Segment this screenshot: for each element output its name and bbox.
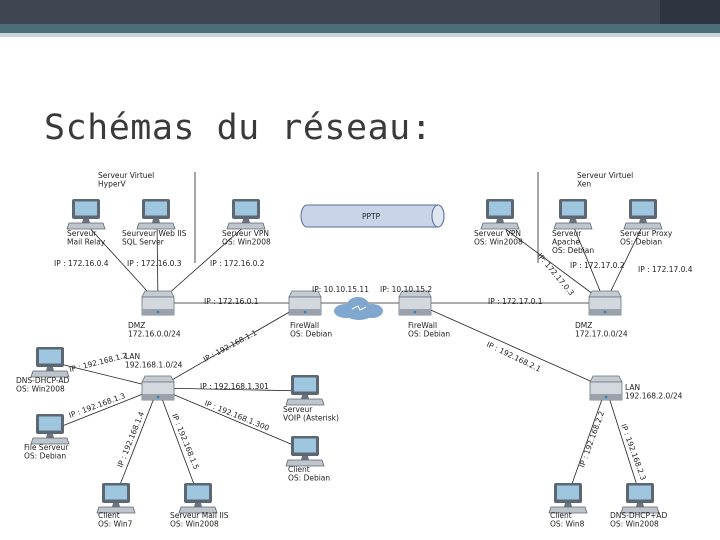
- link: [86, 224, 159, 304]
- link: [604, 224, 644, 304]
- top-bar: [0, 0, 720, 24]
- server-proxy-icon: [623, 198, 663, 230]
- firewall-right-icon: [398, 290, 432, 316]
- internet-cloud-icon: [334, 297, 383, 320]
- file-server-icon: [30, 413, 70, 445]
- link: [572, 224, 606, 304]
- server-mail-relay-icon: [66, 198, 106, 230]
- firewall-left-icon: [288, 290, 322, 316]
- link: [157, 224, 247, 304]
- ip-label: IP : 172.17.0.1: [488, 297, 543, 306]
- client-win8-icon: [548, 482, 588, 514]
- ip-label: IP : 172.16.0.3: [127, 259, 182, 268]
- server-apache-icon: [553, 198, 593, 230]
- link: [414, 302, 607, 389]
- pptp-label: PPTP: [362, 212, 381, 221]
- link: [499, 224, 606, 304]
- ip-label: IP : 192.168.1.3: [68, 391, 127, 420]
- server-mail-iis-icon: [178, 482, 218, 514]
- link: [605, 387, 641, 496]
- ip-label: IP: 10.10.15.11: [312, 285, 369, 294]
- top-bar-accent: [660, 0, 720, 24]
- dns-dhcp-right-icon: [620, 482, 660, 514]
- links: [51, 172, 644, 496]
- ip-label: IP : 172.16.0.2: [210, 259, 265, 268]
- server-voip-icon: [285, 374, 325, 406]
- ip-label: IP : 192.168.1.2: [68, 351, 128, 374]
- ip-label: IP: 172.17.0.3: [535, 252, 576, 298]
- ip-label: IP : 192.168.2.3: [619, 423, 648, 482]
- pptp-tunnel: PPTP: [300, 204, 445, 228]
- server-web-iis-icon: [136, 198, 176, 230]
- link: [157, 387, 199, 496]
- dmz-left-switch-icon: [141, 290, 175, 316]
- client-win7-icon: [96, 482, 136, 514]
- header-strip-light: [0, 33, 720, 37]
- dns-dhcp-left-icon: [30, 346, 70, 378]
- ip-label: IP : 172.17.0.4: [638, 265, 693, 274]
- ip-label: IP : 192.168.1.301: [200, 382, 269, 391]
- ip-label: IP : 172.16.0.1: [204, 297, 259, 306]
- ip-label: IP : 192.168.1.1: [202, 328, 259, 364]
- link: [157, 387, 306, 451]
- link: [157, 302, 306, 389]
- link: [115, 387, 159, 496]
- link: [567, 387, 607, 496]
- link: [156, 224, 159, 304]
- ip-label: IP: 10.10.15.2: [380, 285, 432, 294]
- ip-label: IP : 192.168.2.1: [485, 340, 542, 374]
- link: [157, 387, 306, 392]
- server-vpn-right-icon: [480, 198, 520, 230]
- ip-label: IP : 192.168.1.300: [203, 399, 270, 433]
- ip-label: IP : 192.168.1.4: [116, 410, 147, 469]
- ip-label: IP : 172.16.0.4: [54, 259, 109, 268]
- slide-title: Schémas du réseau:: [44, 108, 433, 148]
- ip-label: IP : 172.17.0.2: [570, 261, 625, 270]
- lan-right-switch-icon: [589, 375, 623, 401]
- client-debian-icon: [285, 435, 325, 467]
- dmz-right-switch-icon: [588, 290, 622, 316]
- header-strip: [0, 24, 720, 33]
- ip-label: IP : 192.168.2.2: [577, 410, 606, 469]
- server-vpn-left-icon: [226, 198, 266, 230]
- link: [51, 387, 159, 431]
- link: [51, 361, 159, 389]
- lan-left-switch-icon: [141, 375, 175, 401]
